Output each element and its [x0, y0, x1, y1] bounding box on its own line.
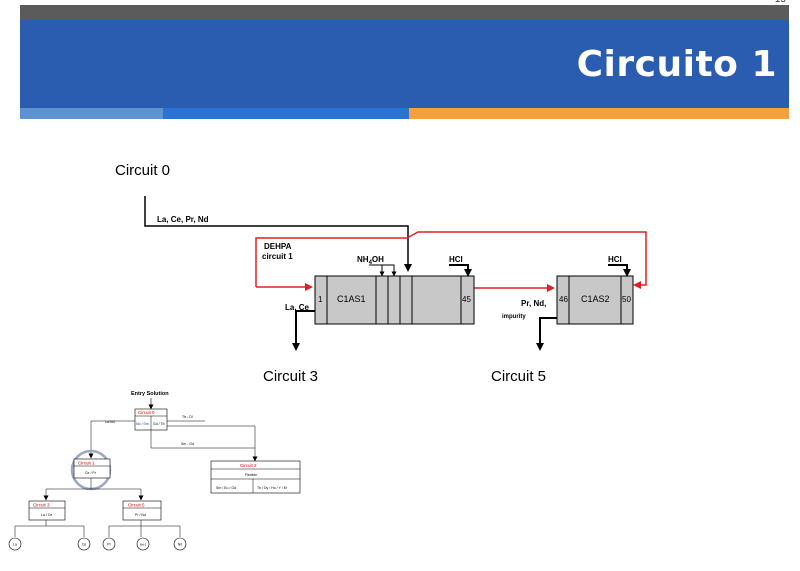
- leaf-node-la: [8, 537, 22, 551]
- circuit-2-box: [210, 460, 301, 494]
- raffinate-label: La, Ce: [285, 303, 310, 312]
- circuit-3-label: Circuit 3: [263, 368, 318, 385]
- leaf-label-ce: Ce: [82, 543, 87, 547]
- leaf-node-nd: [173, 537, 187, 551]
- organic-loop-top: [255, 231, 647, 289]
- leaf-label-la: La: [13, 543, 17, 547]
- nh4oh-arrow-1: [369, 264, 385, 277]
- leaf-branch: [141, 525, 181, 537]
- circuit-1-box-title: Circuit 1: [78, 461, 95, 466]
- branch-sm-label: Sm - Gd: [181, 442, 194, 446]
- accent-bar-orange: [409, 108, 789, 119]
- impurity-label: impurity: [502, 314, 526, 320]
- leaf-node-ce: [77, 537, 91, 551]
- circuit-1-box: [73, 458, 111, 479]
- feed-line: [144, 196, 412, 272]
- hcl-label-1: HCl: [449, 255, 463, 264]
- circuit-0-left: Nd / Sm: [136, 422, 149, 426]
- slide-header: Circuito 1: [20, 20, 789, 108]
- circuit-2-box-title: Circuit 2: [240, 463, 257, 468]
- dehpa-label: DEHPA: [264, 242, 292, 251]
- accent-bar-blue: [163, 108, 409, 119]
- circuit-5-label: Circuit 5: [491, 368, 546, 385]
- nh4oh-label: NH4OH: [357, 255, 384, 266]
- feed-label: La, Ce, Pr, Nd: [157, 215, 209, 224]
- branch-to-circuit-5: [91, 488, 144, 501]
- bank-c1as1-end: 45: [462, 295, 471, 304]
- leaf-label-nd: Nd: [178, 543, 183, 547]
- leaf-node-nd-1: [136, 537, 150, 551]
- circuit-0-right: Gd / Tb: [153, 422, 165, 426]
- branch-la-label: La-Nd: [105, 420, 115, 424]
- bank-c1as2: [556, 275, 634, 325]
- bank-c1as1-label: C1AS1: [337, 294, 366, 304]
- circuit-2-box-sub: Flexible: [245, 473, 257, 477]
- circuit-2-right: Tb / Dy / Ho / Y / Er: [257, 486, 288, 490]
- branch-to-circuit-1: [88, 420, 135, 459]
- leaf-branch: [108, 520, 142, 537]
- circuit-0-box-title: Circuit 0: [138, 410, 155, 415]
- bank-c1as1-start: 1: [318, 295, 323, 304]
- main-flowsheet: Circuit 0 La, Ce, Pr, Nd DEHPA circuit 1…: [115, 162, 647, 385]
- circuit-1-box-sub: Ce / Pr: [85, 471, 97, 475]
- circuit-5-box-sub: Pr / Nd: [135, 513, 146, 517]
- product-arrow: [536, 317, 557, 351]
- leaf-label-pr: Pr: [107, 543, 111, 547]
- circuit-5-box-title: Circuit 5: [128, 503, 145, 508]
- entry-solution-label: Entry Solution: [131, 391, 169, 397]
- hcl-arrow-1: [449, 264, 472, 277]
- leaf-branch: [46, 525, 85, 537]
- hcl-label-2: HCl: [608, 255, 622, 264]
- bank-c1as2-label: C1AS2: [581, 294, 610, 304]
- circuit-1-label: circuit 1: [262, 252, 293, 261]
- accent-bar-light-blue: [20, 108, 163, 119]
- branch-tb-label: Tb - Dl: [182, 415, 193, 419]
- raffinate-arrow: [292, 310, 315, 351]
- branch-line: [150, 430, 255, 449]
- top-bar: [20, 5, 789, 20]
- leaf-label-nd-1: Nd-1: [140, 543, 147, 547]
- slide-title: Circuito 1: [576, 44, 777, 85]
- circuit-3-box-sub: La / Ce: [41, 513, 52, 517]
- circuit-2-left: Sm / Eu / Gd: [216, 486, 236, 490]
- leaf-node-pr: [102, 537, 116, 551]
- overview-tree: Entry Solution Circuit 0 Nd / Sm Gd / Tb…: [8, 391, 301, 551]
- circuit-5-box: [122, 500, 162, 521]
- leaf-branch: [14, 520, 47, 537]
- circuit-3-box-title: Circuit 3: [33, 503, 50, 508]
- bank-c1as2-start: 46: [559, 295, 568, 304]
- page-number: 15: [775, 0, 786, 5]
- branch-to-circuit-3: [43, 478, 92, 501]
- bank-c1as1: [314, 275, 475, 325]
- product-label: Pr, Nd,: [521, 299, 546, 308]
- nh4oh-arrow-2: [382, 264, 397, 277]
- bank-c1as2-end: 50: [622, 295, 631, 304]
- hcl-arrow-2: [608, 264, 631, 277]
- circuit-0-label: Circuit 0: [115, 162, 170, 179]
- circuit-3-box: [28, 500, 66, 521]
